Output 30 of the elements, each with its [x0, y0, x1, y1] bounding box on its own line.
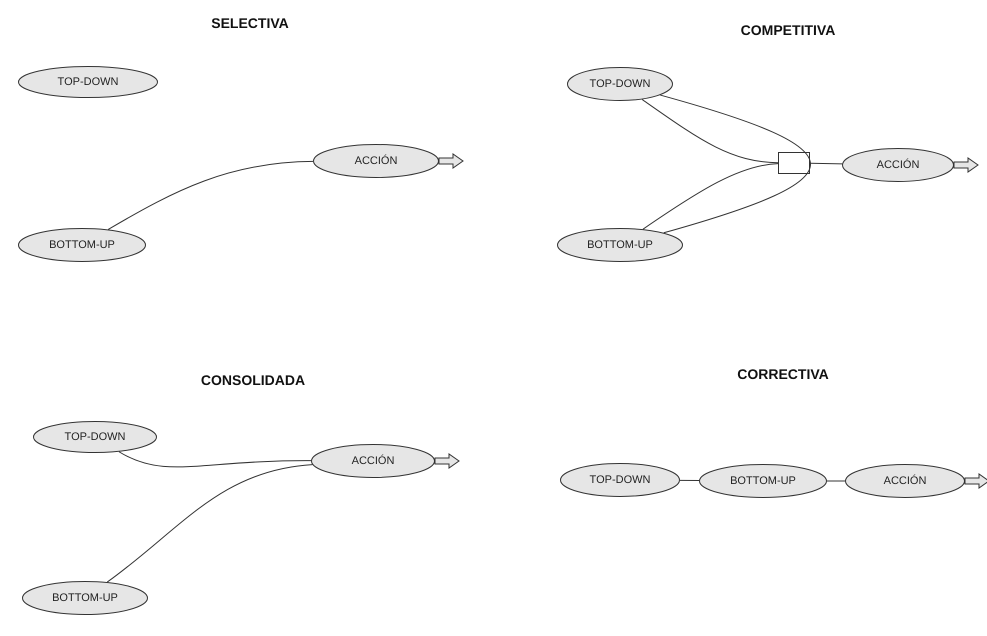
- connector-line: [679, 480, 700, 482]
- block-arrow: [434, 453, 460, 469]
- oval-node: ACCIÓN: [845, 464, 965, 498]
- connector-line: [826, 480, 846, 482]
- oval-node: BOTTOM-UP: [557, 228, 683, 262]
- connector-line: [660, 94, 811, 234]
- panel-title: SELECTIVA: [211, 15, 289, 31]
- oval-node: TOP-DOWN: [560, 463, 680, 497]
- oval-node: BOTTOM-UP: [18, 228, 146, 262]
- oval-node: ACCIÓN: [311, 444, 435, 478]
- oval-node: ACCIÓN: [842, 148, 954, 182]
- block-arrow: [438, 153, 464, 169]
- panel-title: COMPETITIVA: [740, 22, 836, 38]
- connector-line: [108, 160, 314, 230]
- panel-title: CORRECTIVA: [737, 366, 829, 382]
- oval-node: BOTTOM-UP: [699, 464, 827, 498]
- oval-node: TOP-DOWN: [567, 67, 673, 101]
- junction-box: [778, 152, 810, 174]
- connector-line: [810, 162, 843, 164]
- connector-line: [642, 98, 778, 164]
- connector-line: [642, 163, 778, 230]
- connector-line: [118, 451, 312, 468]
- oval-node: TOP-DOWN: [18, 66, 158, 98]
- block-arrow: [964, 473, 987, 489]
- panel-title: CONSOLIDADA: [200, 372, 306, 388]
- block-arrow: [954, 157, 979, 173]
- oval-node: ACCIÓN: [313, 144, 439, 178]
- oval-node: BOTTOM-UP: [22, 581, 148, 615]
- connector-line: [106, 464, 313, 583]
- oval-node: TOP-DOWN: [33, 421, 157, 453]
